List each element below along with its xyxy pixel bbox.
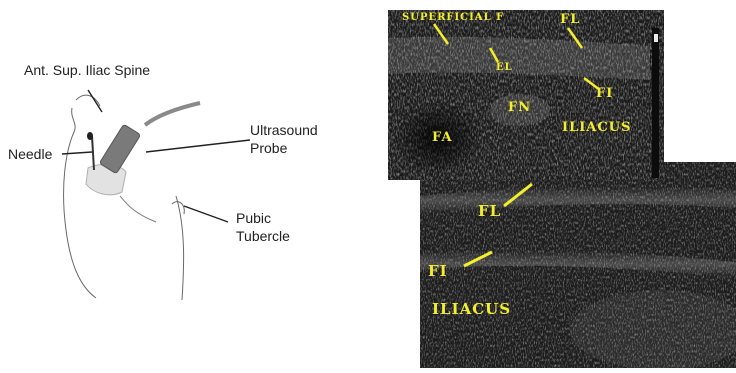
fi-label-bottom: FI: [428, 262, 448, 280]
fl-label-top: FL: [560, 12, 580, 27]
asis-leader: [88, 90, 102, 112]
needle-shaft: [92, 136, 94, 170]
probe-cable: [145, 103, 200, 125]
asis-label: Ant. Sup. Iliac Spine: [24, 62, 150, 79]
needle-hub: [87, 132, 93, 140]
body-outline-right: [176, 196, 184, 300]
pubic-label-line1: Pubic: [236, 210, 271, 227]
fl-label-bottom: FL: [478, 202, 501, 220]
pubic-label-line2: Tubercle: [236, 228, 290, 245]
ultrasound-image-bottom: FL FI ILIACUS: [420, 162, 736, 368]
fn-label: FN: [508, 100, 531, 115]
depth-scale-marker: [654, 34, 658, 42]
ultrasound-probe-body: [99, 124, 140, 174]
needle-leader: [62, 152, 92, 154]
needle-label: Needle: [8, 146, 52, 163]
ultrasound-texture-bottom: [420, 162, 736, 368]
probe-label-line1: Ultrasound: [250, 122, 318, 139]
pelvis-drawing: [0, 0, 380, 368]
superficial-fascia-label: SUPERFICIAL F: [402, 12, 504, 23]
probe-label-line2: Probe: [250, 140, 287, 157]
injection-area: [86, 165, 126, 195]
ultrasound-image-top: SUPERFICIAL F FL EL FI FN ILIACUS FA: [388, 10, 664, 180]
iliacus-label-bottom: ILIACUS: [432, 300, 511, 318]
pubic-leader: [184, 206, 228, 222]
fi-label-top: FI: [596, 86, 613, 101]
probe-leader: [146, 140, 250, 152]
ultrasound-texture-top: [388, 10, 664, 180]
iliacus-label-top: ILIACUS: [562, 120, 631, 135]
depth-scale-bar: [652, 28, 659, 178]
fa-label: FA: [432, 130, 453, 145]
anatomy-diagram: Ant. Sup. Iliac Spine Needle Ultrasound …: [0, 0, 380, 368]
groin-crease: [120, 196, 156, 222]
el-label: EL: [496, 62, 513, 73]
